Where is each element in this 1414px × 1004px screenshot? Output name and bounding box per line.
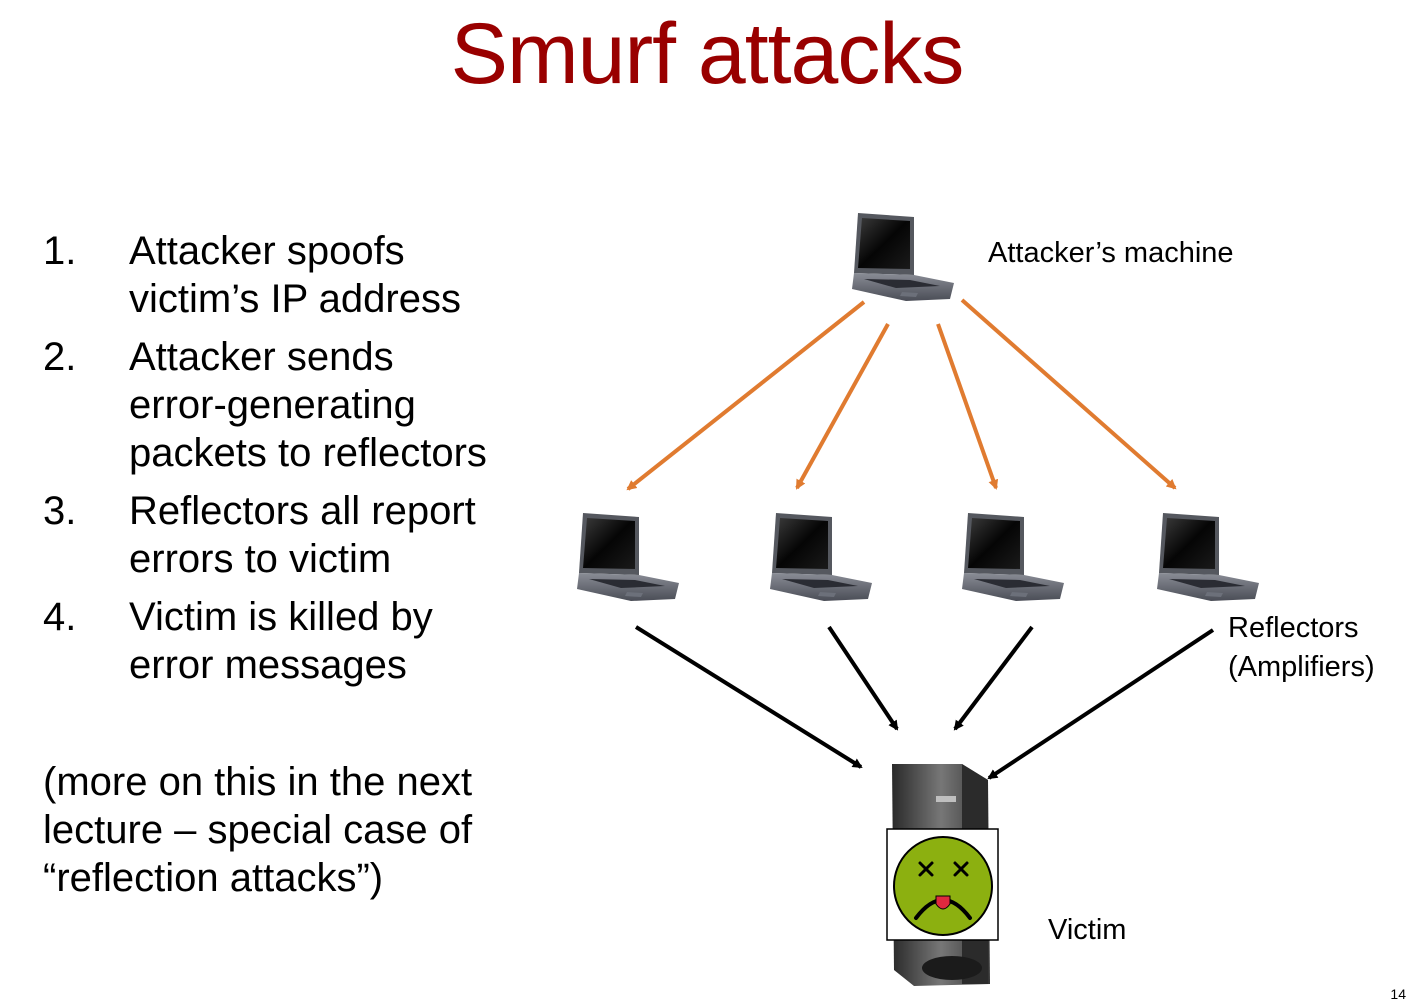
step-line: error messages: [129, 643, 407, 687]
attacker-laptop-icon: [852, 213, 954, 301]
attack-arrow: [936, 323, 999, 490]
step-number: 4.: [43, 595, 77, 639]
step-item: 2. Attacker sends error-generating packe…: [43, 333, 563, 477]
note-text: (more on this in the next lecture – spec…: [43, 758, 563, 902]
step-item: 4. Victim is killed by error messages: [43, 593, 563, 689]
amplifiers-label: (Amplifiers): [1228, 651, 1375, 683]
attack-arrow: [795, 323, 890, 490]
attacker-label: Attacker’s machine: [988, 237, 1234, 269]
note-line: (more on this in the next: [43, 760, 473, 804]
reflect-arrow: [987, 628, 1215, 780]
reflector-laptop-icon: [577, 513, 679, 601]
note-line: “reflection attacks”): [43, 856, 384, 900]
slide-title: Smurf attacks: [450, 6, 965, 102]
step-line: packets to reflectors: [129, 431, 487, 475]
step-line: errors to victim: [129, 537, 392, 581]
step-item: 1. Attacker spoofs victim’s IP address: [43, 227, 563, 323]
steps-list: 1. Attacker spoofs victim’s IP address 2…: [43, 227, 563, 699]
step-line: Attacker sends: [129, 335, 394, 379]
step-number: 2.: [43, 335, 77, 379]
step-line: Victim is killed by: [129, 595, 433, 639]
step-line: Reflectors all report: [129, 489, 476, 533]
reflect-arrow: [827, 625, 899, 731]
reflect-arrow: [634, 625, 863, 769]
step-item: 3. Reflectors all report errors to victi…: [43, 487, 563, 583]
step-line: victim’s IP address: [129, 277, 461, 321]
attack-arrow: [626, 300, 866, 491]
attack-arrow: [960, 298, 1177, 490]
step-line: Attacker spoofs: [129, 229, 405, 273]
dead-face-icon: [886, 828, 999, 941]
reflect-arrow: [953, 625, 1034, 731]
step-number: 3.: [43, 489, 77, 533]
victim-label: Victim: [1048, 914, 1127, 946]
note-line: lecture – special case of: [43, 808, 473, 852]
page-number: 14: [1390, 986, 1406, 1002]
reflectors-label: Reflectors: [1228, 612, 1359, 644]
step-line: error-generating: [129, 383, 416, 427]
reflector-laptop-icon: [770, 513, 872, 601]
step-number: 1.: [43, 229, 77, 273]
reflector-laptop-icon: [962, 513, 1064, 601]
reflector-laptop-icon: [1157, 513, 1259, 601]
